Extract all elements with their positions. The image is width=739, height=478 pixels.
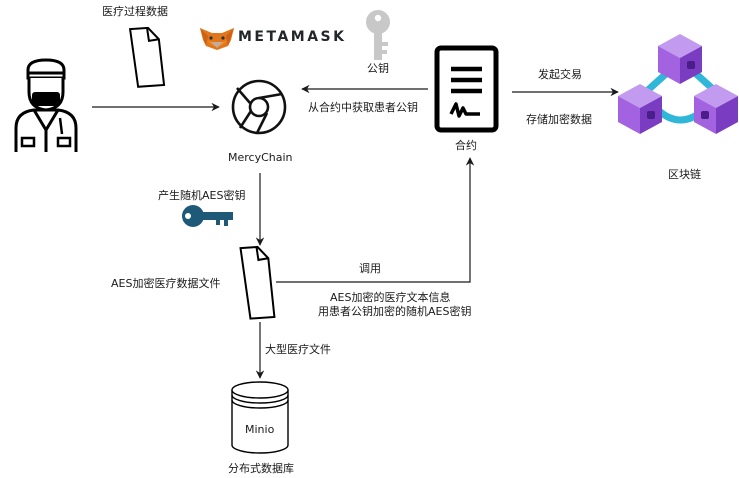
- label-get-pubkey: 从合约中获取患者公钥: [308, 101, 418, 114]
- label-gen-aes-key: 产生随机AES密钥: [158, 189, 246, 202]
- label-aes-encrypt-file: AES加密医疗数据文件: [111, 277, 221, 290]
- label-minio: Minio: [245, 423, 275, 436]
- label-distributed-db: 分布式数据库: [228, 462, 294, 475]
- metamask-fox-icon: [200, 28, 234, 50]
- document-icon: [128, 26, 166, 88]
- label-public-key: 公钥: [367, 62, 389, 75]
- label-large-files: 大型医疗文件: [265, 343, 331, 356]
- label-medical-process-data: 医疗过程数据: [102, 5, 168, 18]
- label-blockchain: 区块链: [668, 168, 701, 181]
- arrow-file-to-contract: [276, 157, 475, 283]
- chrome-icon: [231, 79, 287, 135]
- label-store-encrypted: 存储加密数据: [526, 113, 592, 126]
- contract-icon: [434, 45, 499, 133]
- aes-key-icon: [182, 205, 233, 227]
- label-mercychain: MercyChain: [228, 151, 293, 164]
- label-aes-text-line2: 用患者公钥加密的随机AES密钥: [318, 305, 472, 318]
- aes-file-icon: [239, 245, 276, 320]
- blockchain-cubes-icon: [618, 34, 738, 134]
- database-icon: [231, 381, 289, 454]
- label-contract: 合约: [455, 139, 477, 152]
- metamask-wordmark: METAMASK: [238, 29, 347, 45]
- label-invoke: 调用: [359, 262, 381, 275]
- key-icon: [366, 10, 390, 60]
- label-aes-text-line1: AES加密的医疗文本信息: [330, 291, 451, 304]
- label-initiate-transaction: 发起交易: [538, 68, 582, 81]
- doctor-icon: [14, 58, 78, 152]
